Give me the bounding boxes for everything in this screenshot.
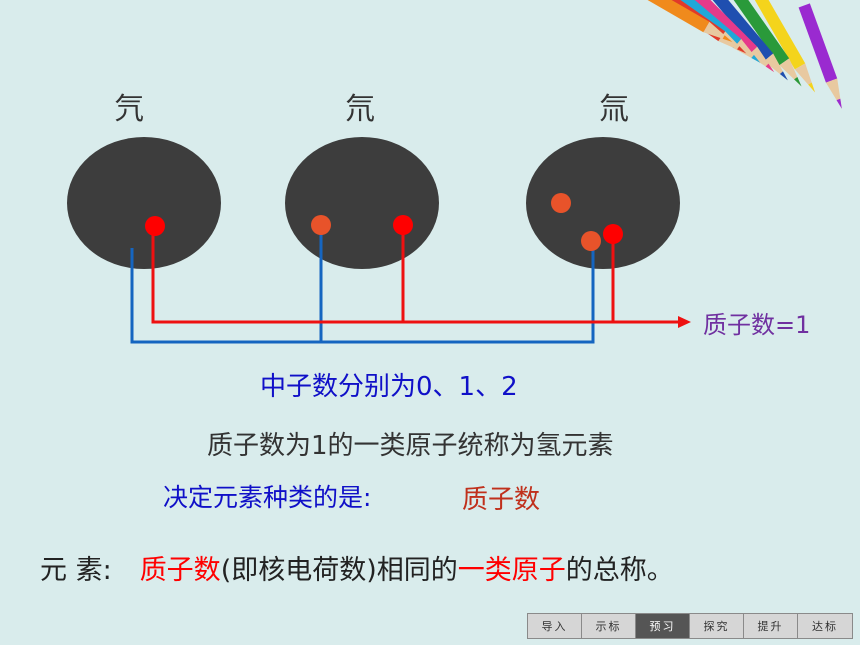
lesson-nav-bar: 导入 示标 预习 探究 提升 达标 bbox=[527, 613, 853, 639]
element-key-term: 质子数 bbox=[139, 555, 221, 586]
nav-preview[interactable]: 预习 bbox=[636, 614, 690, 638]
tritium-nucleus bbox=[526, 137, 680, 269]
deuterium-nucleus bbox=[285, 137, 439, 269]
nav-explore[interactable]: 探究 bbox=[690, 614, 744, 638]
nav-objectives[interactable]: 示标 bbox=[582, 614, 636, 638]
protium-label: 氕 bbox=[114, 92, 144, 127]
question-text: 决定元素种类的是: bbox=[163, 483, 372, 512]
neutron-connector-line bbox=[130, 242, 595, 344]
element-middle: (即核电荷数)相同的 bbox=[220, 555, 458, 586]
tritium-neutron-top bbox=[551, 193, 571, 213]
deuterium-label: 氘 bbox=[345, 92, 375, 127]
tritium-neutron-bottom bbox=[581, 231, 601, 251]
deuterium-neutron bbox=[311, 215, 331, 235]
element-prefix: 元 素: bbox=[40, 555, 112, 586]
tritium-label: 氚 bbox=[599, 92, 629, 127]
element-highlight: 一类原子 bbox=[457, 555, 566, 586]
nav-intro[interactable]: 导入 bbox=[528, 614, 582, 638]
tritium-proton bbox=[603, 224, 623, 244]
proton-number-label: 质子数=1 bbox=[703, 311, 811, 339]
definition-line: 质子数为1的一类原子统称为氢元素 bbox=[207, 431, 614, 461]
neutron-number-caption: 中子数分别为0、1、2 bbox=[260, 372, 518, 402]
element-suffix: 的总称。 bbox=[565, 555, 674, 586]
proton-arrow-head bbox=[678, 316, 691, 328]
nav-assessment[interactable]: 达标 bbox=[812, 620, 838, 633]
proton-connector-line bbox=[151, 226, 680, 324]
protium-nucleus bbox=[67, 137, 221, 269]
element-definition: 元 素: 质子数(即核电荷数)相同的一类原子的总称。 bbox=[40, 557, 674, 584]
protium-proton bbox=[145, 216, 165, 236]
answer-text: 质子数 bbox=[462, 485, 541, 515]
deuterium-proton bbox=[393, 215, 413, 235]
nav-improve[interactable]: 提升 bbox=[744, 614, 798, 638]
colored-pencils-decoration bbox=[634, 0, 842, 109]
